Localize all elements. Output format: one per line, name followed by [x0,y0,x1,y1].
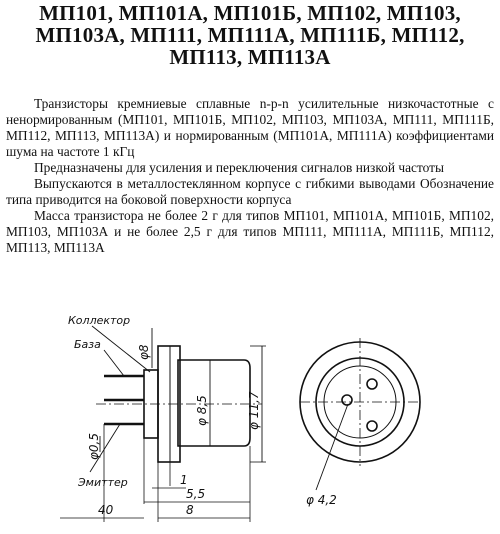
transistor-body [177,359,251,447]
dim-phi-0-5: φ0,5 [87,433,101,460]
title-line-3: МП113, МП113А [169,45,331,69]
dim-1: 1 [180,473,188,487]
paragraph-description: Транзисторы кремниевые сплавные n-p-n ус… [6,96,494,159]
dim-phi-4-2: φ 4,2 [306,493,337,507]
dim-5-5: 5,5 [186,487,205,501]
paragraph-mass: Масса транзистора не более 2 г для типов… [6,208,494,255]
label-emitter: Эмиттер [77,476,128,489]
leads [104,374,144,426]
title-line-1: МП101, МП101А, МП101Б, МП102, МП103, [39,1,461,25]
description-text: Транзисторы кремниевые сплавные n-p-n ус… [6,96,494,256]
paragraph-purpose: Предназначены для усиления и переключени… [34,160,445,175]
label-collector: Коллектор [68,314,130,327]
transistor-drawing: Коллектор База Эмиттер φ8 φ 8,5 φ 11,7 φ… [0,308,500,534]
dim-phi-8-5: φ 8,5 [195,395,209,426]
dim-8: 8 [186,503,194,517]
paragraph-package: Выпускаются в металлостеклянном корпусе … [6,176,494,207]
end-view [299,338,421,491]
dim-phi-8: φ8 [137,344,151,360]
label-base: База [74,338,101,351]
package-outline-svg: Коллектор База Эмиттер φ8 φ 8,5 φ 11,7 φ… [60,314,421,522]
document-title: МП101, МП101А, МП101Б, МП102, МП103, МП1… [0,2,500,68]
dim-phi-11-7: φ 11,7 [247,391,261,430]
title-line-2: МП103А, МП111, МП111А, МП111Б, МП112, [35,23,465,47]
dim-40: 40 [98,503,114,517]
